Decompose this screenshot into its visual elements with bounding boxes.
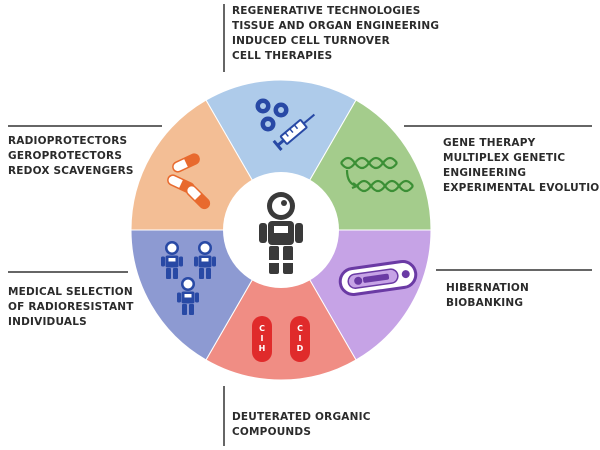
label-gene-line-3: ENGINEERING bbox=[443, 167, 527, 179]
hibernation-capsule-icon bbox=[338, 260, 418, 296]
dna-icon bbox=[340, 156, 414, 193]
label-regenerative: REGENERATIVE TECHNOLOGIES TISSUE AND ORG… bbox=[232, 4, 439, 64]
label-radioprotectors-line-3: REDOX SCAVENGERS bbox=[8, 165, 134, 177]
capsule-left-letter-1: C bbox=[259, 324, 265, 333]
capsule-right-letter-1: C bbox=[297, 324, 303, 333]
label-selection: MEDICAL SELECTION OF RADIORESISTANT INDI… bbox=[8, 285, 134, 330]
label-selection-line-3: INDIVIDUALS bbox=[8, 316, 87, 328]
astronaut-group-icon bbox=[161, 241, 216, 315]
label-gene-line-1: GENE THERAPY bbox=[443, 137, 536, 149]
label-deuterated: DEUTERATED ORGANIC COMPOUNDS bbox=[232, 410, 371, 440]
label-selection-line-2: OF RADIORESISTANT bbox=[8, 301, 134, 313]
capsule-right-letter-3: D bbox=[297, 344, 304, 353]
label-regenerative-line-4: CELL THERAPIES bbox=[232, 50, 333, 62]
small-astronaut-icon bbox=[177, 277, 199, 315]
label-hibernation: HIBERNATION BIOBANKING bbox=[446, 281, 529, 311]
leader-lines bbox=[8, 4, 592, 446]
label-regenerative-line-1: REGENERATIVE TECHNOLOGIES bbox=[232, 5, 421, 17]
label-gene: GENE THERAPY MULTIPLEX GENETIC ENGINEERI… bbox=[443, 136, 600, 196]
label-deuterated-line-1: DEUTERATED ORGANIC bbox=[232, 411, 371, 423]
label-radioprotectors: RADIOPROTECTORS GEROPROTECTORS REDOX SCA… bbox=[8, 134, 134, 179]
label-regenerative-line-3: INDUCED CELL TURNOVER bbox=[232, 35, 390, 47]
capsule-left-letter-2: I bbox=[261, 334, 264, 343]
label-deuterated-line-2: COMPOUNDS bbox=[232, 426, 312, 438]
capsule-left-letter-3: H bbox=[259, 344, 266, 353]
pills-icon bbox=[167, 153, 211, 210]
astronaut-icon bbox=[259, 192, 303, 274]
deuterated-capsules-icon: C I H C I D bbox=[252, 316, 310, 362]
capsule-right-letter-2: I bbox=[299, 334, 302, 343]
label-regenerative-line-2: TISSUE AND ORGAN ENGINEERING bbox=[232, 20, 440, 32]
small-astronaut-icon bbox=[194, 241, 216, 279]
label-hibernation-line-1: HIBERNATION bbox=[446, 282, 530, 294]
label-gene-line-4: EXPERIMENTAL EVOLUTION bbox=[443, 182, 600, 194]
label-radioprotectors-line-1: RADIOPROTECTORS bbox=[8, 135, 128, 147]
small-astronaut-icon bbox=[161, 241, 183, 279]
label-gene-line-2: MULTIPLEX GENETIC bbox=[443, 152, 566, 164]
syringe-cells-icon bbox=[255, 98, 316, 151]
label-selection-line-1: MEDICAL SELECTION bbox=[8, 286, 133, 298]
label-radioprotectors-line-2: GEROPROTECTORS bbox=[8, 150, 123, 162]
label-hibernation-line-2: BIOBANKING bbox=[446, 297, 524, 309]
